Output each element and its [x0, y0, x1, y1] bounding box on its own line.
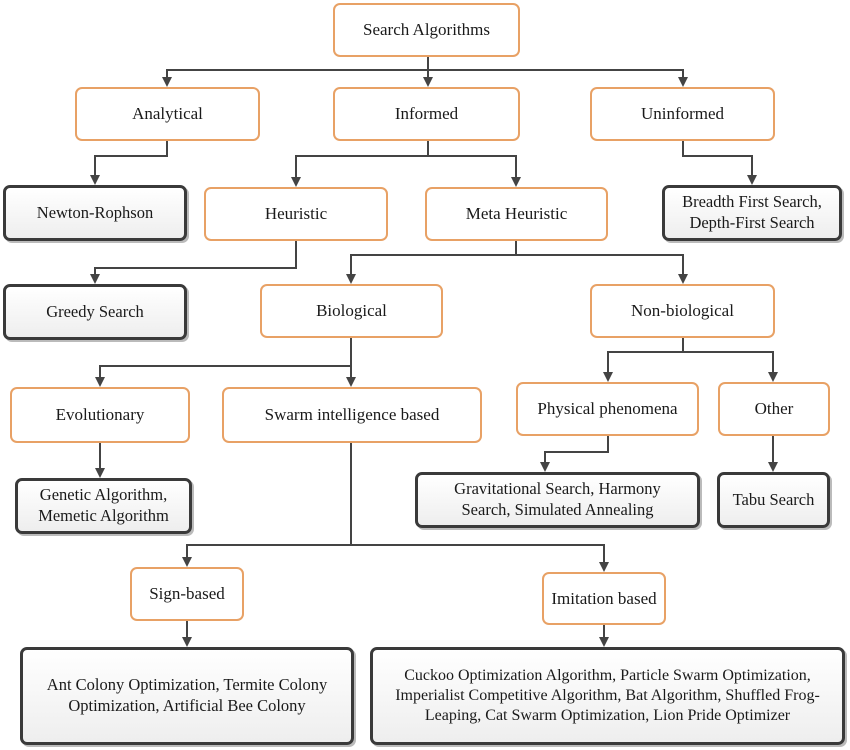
edge-meta-nonbiological	[516, 254, 688, 284]
node-sign-based[interactable]: Sign-based	[130, 567, 244, 621]
node-biological[interactable]: Biological	[260, 284, 443, 338]
node-greedy-search[interactable]: Greedy Search	[3, 284, 187, 340]
edge-informed-meta	[428, 155, 521, 187]
node-uninformed[interactable]: Uninformed	[590, 87, 775, 141]
node-other[interactable]: Other	[718, 382, 830, 436]
edge-root-analytical	[162, 57, 429, 87]
edge-swarm-imitation	[351, 544, 609, 572]
edge-informed-heuristic	[291, 141, 429, 187]
edge-swarm-sign	[182, 443, 352, 567]
node-imitation-based[interactable]: Imitation based	[542, 572, 666, 625]
node-search-algorithms[interactable]: Search Algorithms	[333, 3, 520, 57]
node-tabu-search[interactable]: Tabu Search	[717, 472, 830, 528]
edge-physical-gravitational	[540, 436, 609, 472]
edge-biological-evolutionary	[95, 338, 352, 387]
node-non-biological[interactable]: Non-biological	[590, 284, 775, 338]
edge-uninformed-bfs	[682, 141, 757, 185]
edge-nonbiological-physical	[603, 338, 684, 382]
edge-root-uninformed	[428, 69, 688, 87]
node-meta-heuristic[interactable]: Meta Heuristic	[425, 187, 608, 241]
node-evolutionary[interactable]: Evolutionary	[10, 387, 190, 443]
node-genetic-memetic[interactable]: Genetic Algorithm, Memetic Algorithm	[15, 478, 192, 534]
edge-meta-biological	[346, 241, 517, 284]
node-informed[interactable]: Informed	[333, 87, 520, 141]
node-analytical[interactable]: Analytical	[75, 87, 260, 141]
node-ant-colony-group[interactable]: Ant Colony Optimization, Termite Colony …	[20, 647, 354, 745]
node-physical-phenomena[interactable]: Physical phenomena	[516, 382, 699, 436]
node-newton-rophson[interactable]: Newton-Rophson	[3, 185, 187, 241]
node-bfs-dfs[interactable]: Breadth First Search, Depth-First Search	[662, 185, 842, 241]
node-gravitational-harmony[interactable]: Gravitational Search, Harmony Search, Si…	[415, 472, 700, 528]
edge-analytical-newton	[90, 141, 168, 185]
node-cuckoo-group[interactable]: Cuckoo Optimization Algorithm, Particle …	[370, 647, 845, 745]
edge-nonbiological-other	[683, 351, 778, 382]
node-swarm-intelligence[interactable]: Swarm intelligence based	[222, 387, 482, 443]
edge-heuristic-greedy	[90, 241, 297, 284]
node-heuristic[interactable]: Heuristic	[204, 187, 388, 241]
